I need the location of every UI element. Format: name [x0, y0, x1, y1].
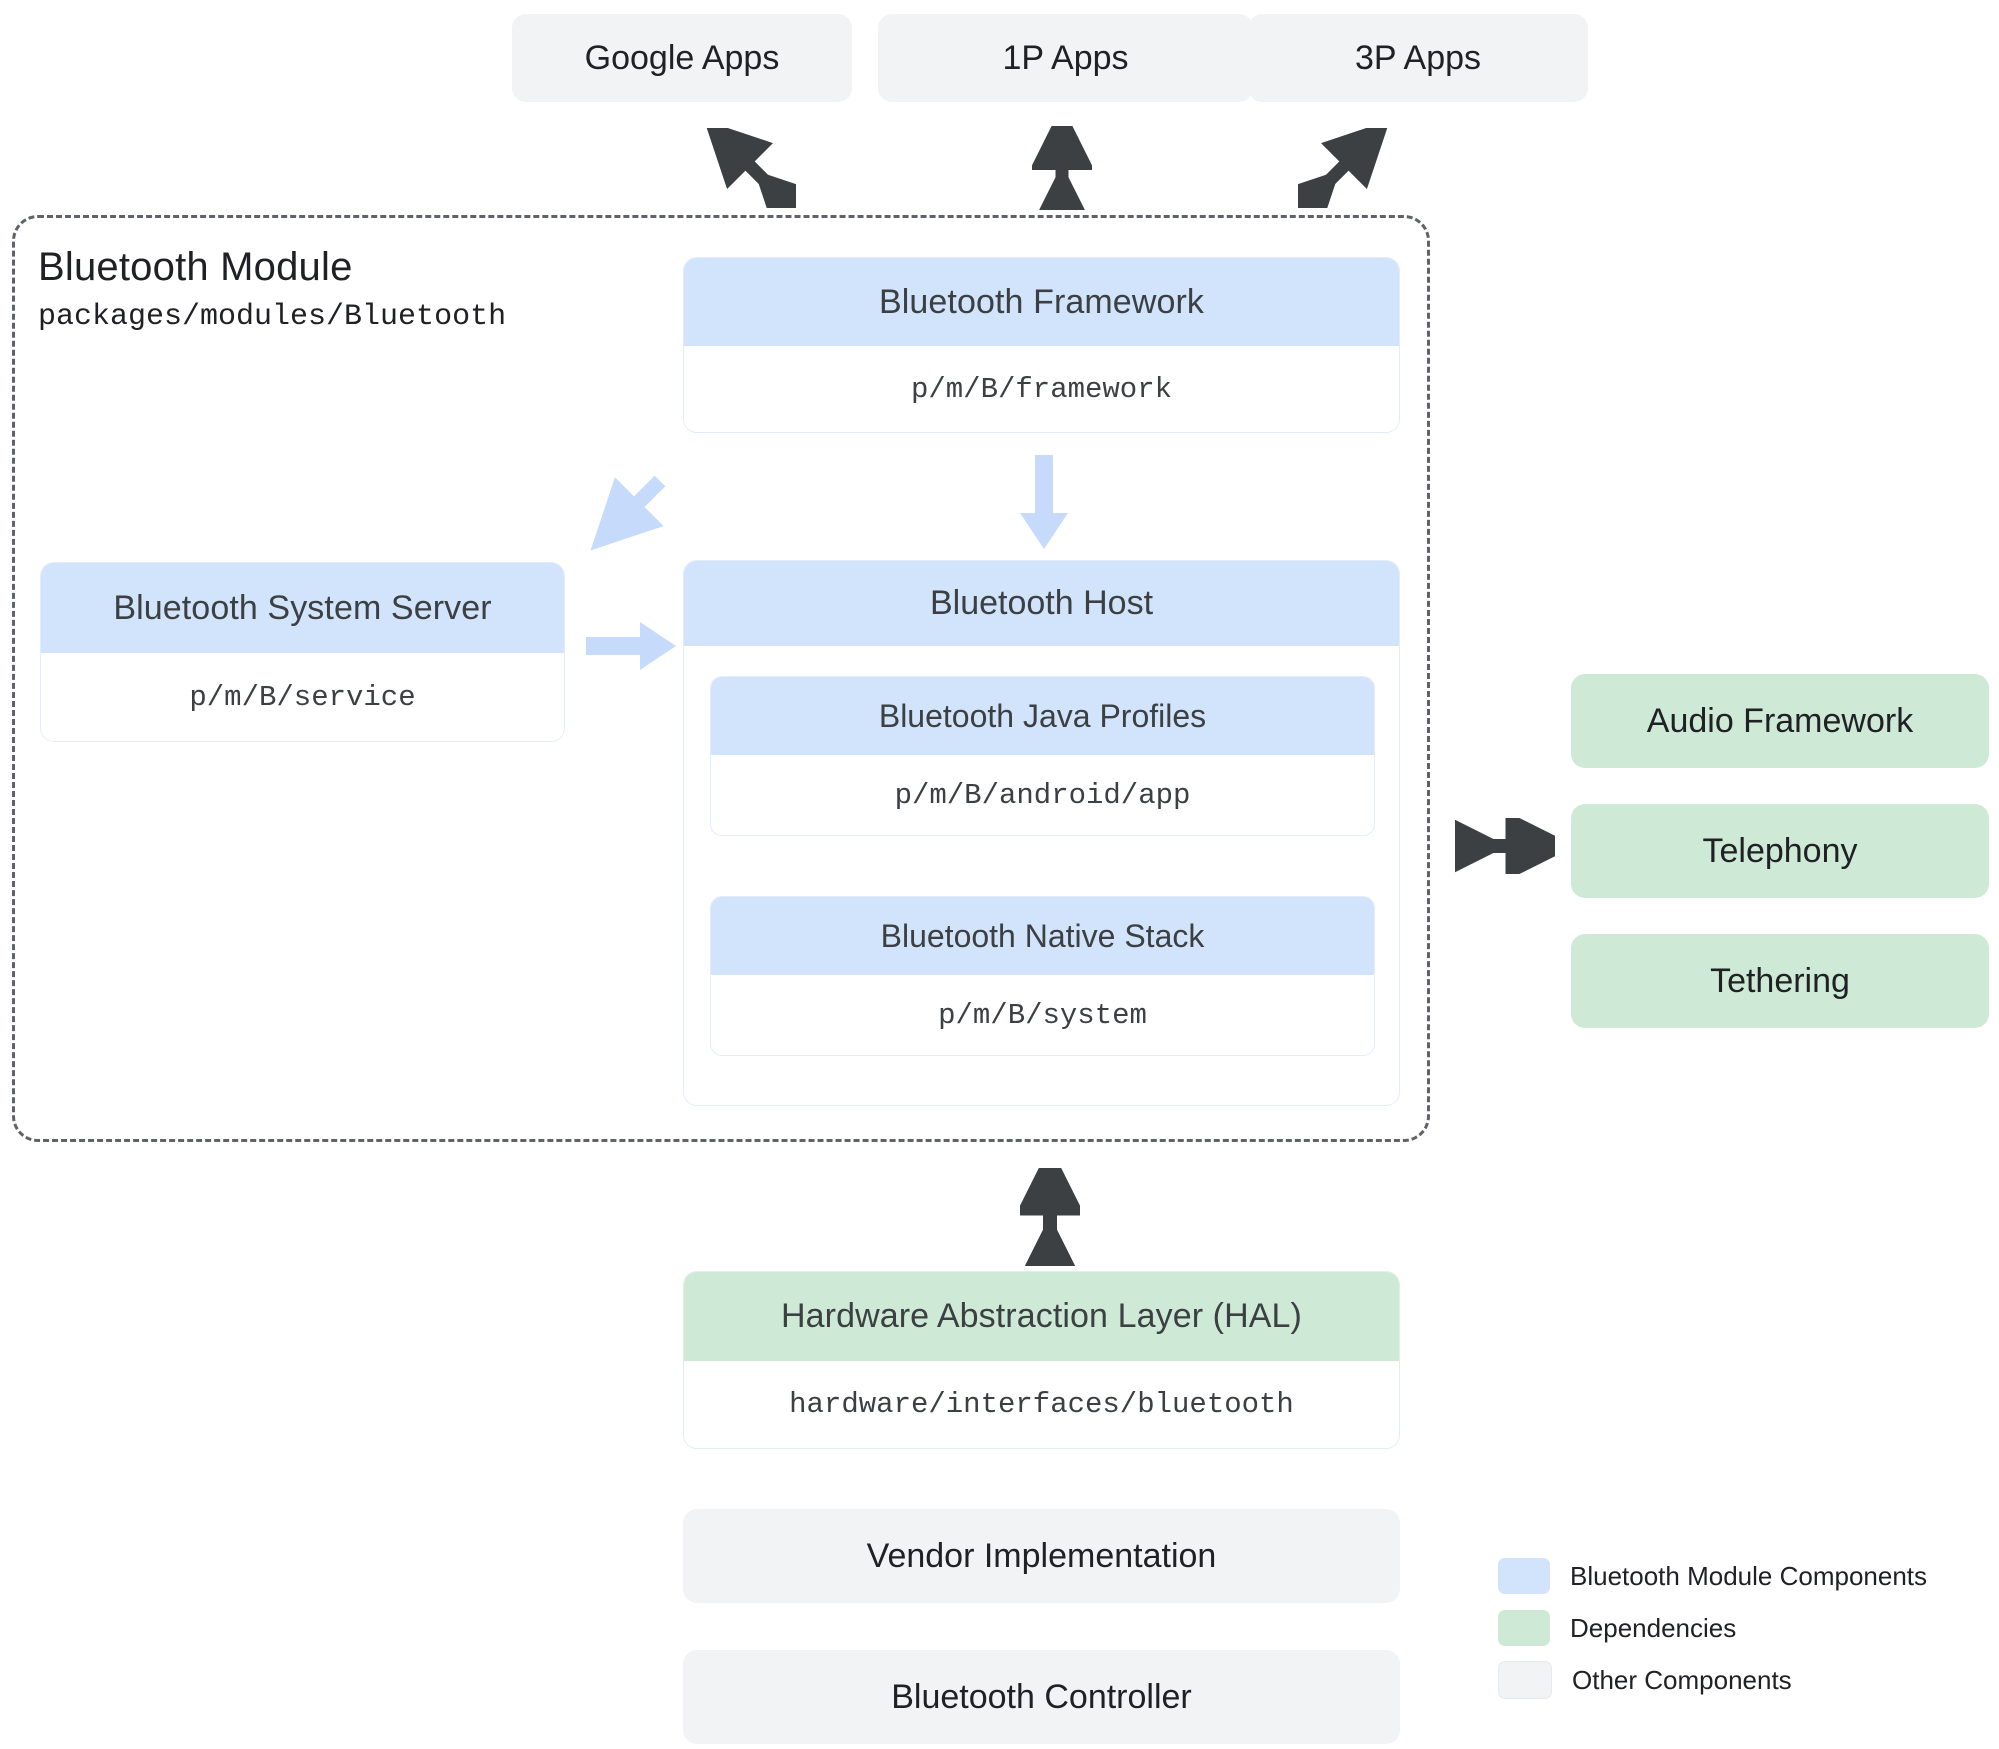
arrow-system-server-to-host	[586, 622, 676, 670]
box-label: Bluetooth Controller	[891, 1677, 1192, 1716]
app-box-label: 3P Apps	[1354, 38, 1482, 77]
legend-label: Bluetooth Module Components	[1570, 1560, 1928, 1591]
dependency-label: Audio Framework	[1646, 701, 1914, 740]
card-path: p/m/B/service	[41, 653, 564, 741]
arrow-framework-to-host	[1020, 455, 1068, 549]
card-hardware-abstraction-layer[interactable]: Hardware Abstraction Layer (HAL) hardwar…	[683, 1271, 1400, 1449]
legend-swatch-icon	[1498, 1558, 1550, 1594]
box-label: Vendor Implementation	[866, 1536, 1217, 1575]
box-vendor-implementation[interactable]: Vendor Implementation	[683, 1509, 1400, 1603]
card-path: hardware/interfaces/bluetooth	[684, 1361, 1399, 1448]
card-title: Bluetooth System Server	[41, 563, 564, 653]
card-title: Bluetooth Java Profiles	[711, 677, 1374, 755]
arrow-module-to-hal-bidirectional	[1020, 1168, 1080, 1266]
card-title: Bluetooth Native Stack	[711, 897, 1374, 975]
card-path: p/m/B/android/app	[711, 755, 1374, 835]
card-path: p/m/B/system	[711, 975, 1374, 1055]
bluetooth-module-path: packages/modules/Bluetooth	[38, 300, 507, 334]
bluetooth-module-title: Bluetooth Module	[38, 245, 353, 289]
arrow-framework-to-system-server	[590, 475, 666, 551]
card-bluetooth-host[interactable]: Bluetooth Host Bluetooth Java Profiles p…	[683, 560, 1400, 1106]
card-title: Bluetooth Host	[684, 561, 1399, 646]
arrow-3p-apps-bidirectional	[1298, 128, 1388, 208]
legend-swatch-icon	[1498, 1610, 1550, 1646]
arrow-1p-apps-bidirectional	[1032, 126, 1092, 210]
card-bluetooth-java-profiles[interactable]: Bluetooth Java Profiles p/m/B/android/ap…	[710, 676, 1375, 836]
app-box-label: 1P Apps	[1002, 38, 1129, 77]
legend-row-other-components: Other Components	[1498, 1654, 1927, 1706]
bluetooth-module-container	[12, 215, 1430, 1142]
app-box-1p-apps[interactable]: 1P Apps	[878, 14, 1253, 102]
app-box-label: Google Apps	[584, 38, 780, 77]
dependency-box-audio-framework[interactable]: Audio Framework	[1571, 674, 1989, 768]
legend-row-module-components: Bluetooth Module Components	[1498, 1550, 1927, 1602]
legend-swatch-icon	[1498, 1661, 1552, 1699]
card-title: Hardware Abstraction Layer (HAL)	[684, 1272, 1399, 1361]
dependency-box-tethering[interactable]: Tethering	[1571, 934, 1989, 1028]
box-bluetooth-controller[interactable]: Bluetooth Controller	[683, 1650, 1400, 1744]
legend-row-dependencies: Dependencies	[1498, 1602, 1927, 1654]
dependency-label: Telephony	[1702, 831, 1858, 870]
card-bluetooth-framework[interactable]: Bluetooth Framework p/m/B/framework	[683, 257, 1400, 433]
arrow-google-apps-bidirectional	[706, 128, 796, 208]
legend-label: Other Components	[1572, 1664, 1792, 1695]
card-path: p/m/B/framework	[684, 346, 1399, 432]
legend-label: Dependencies	[1570, 1612, 1737, 1643]
dependency-label: Tethering	[1710, 961, 1850, 1000]
legend: Bluetooth Module Components Dependencies…	[1498, 1550, 1927, 1706]
card-title: Bluetooth Framework	[684, 258, 1399, 346]
card-bluetooth-system-server[interactable]: Bluetooth System Server p/m/B/service	[40, 562, 565, 742]
app-box-google-apps[interactable]: Google Apps	[512, 14, 852, 102]
app-box-3p-apps[interactable]: 3P Apps	[1248, 14, 1588, 102]
card-bluetooth-native-stack[interactable]: Bluetooth Native Stack p/m/B/system	[710, 896, 1375, 1056]
dependency-box-telephony[interactable]: Telephony	[1571, 804, 1989, 898]
arrow-host-to-dependencies-bidirectional	[1455, 818, 1555, 874]
